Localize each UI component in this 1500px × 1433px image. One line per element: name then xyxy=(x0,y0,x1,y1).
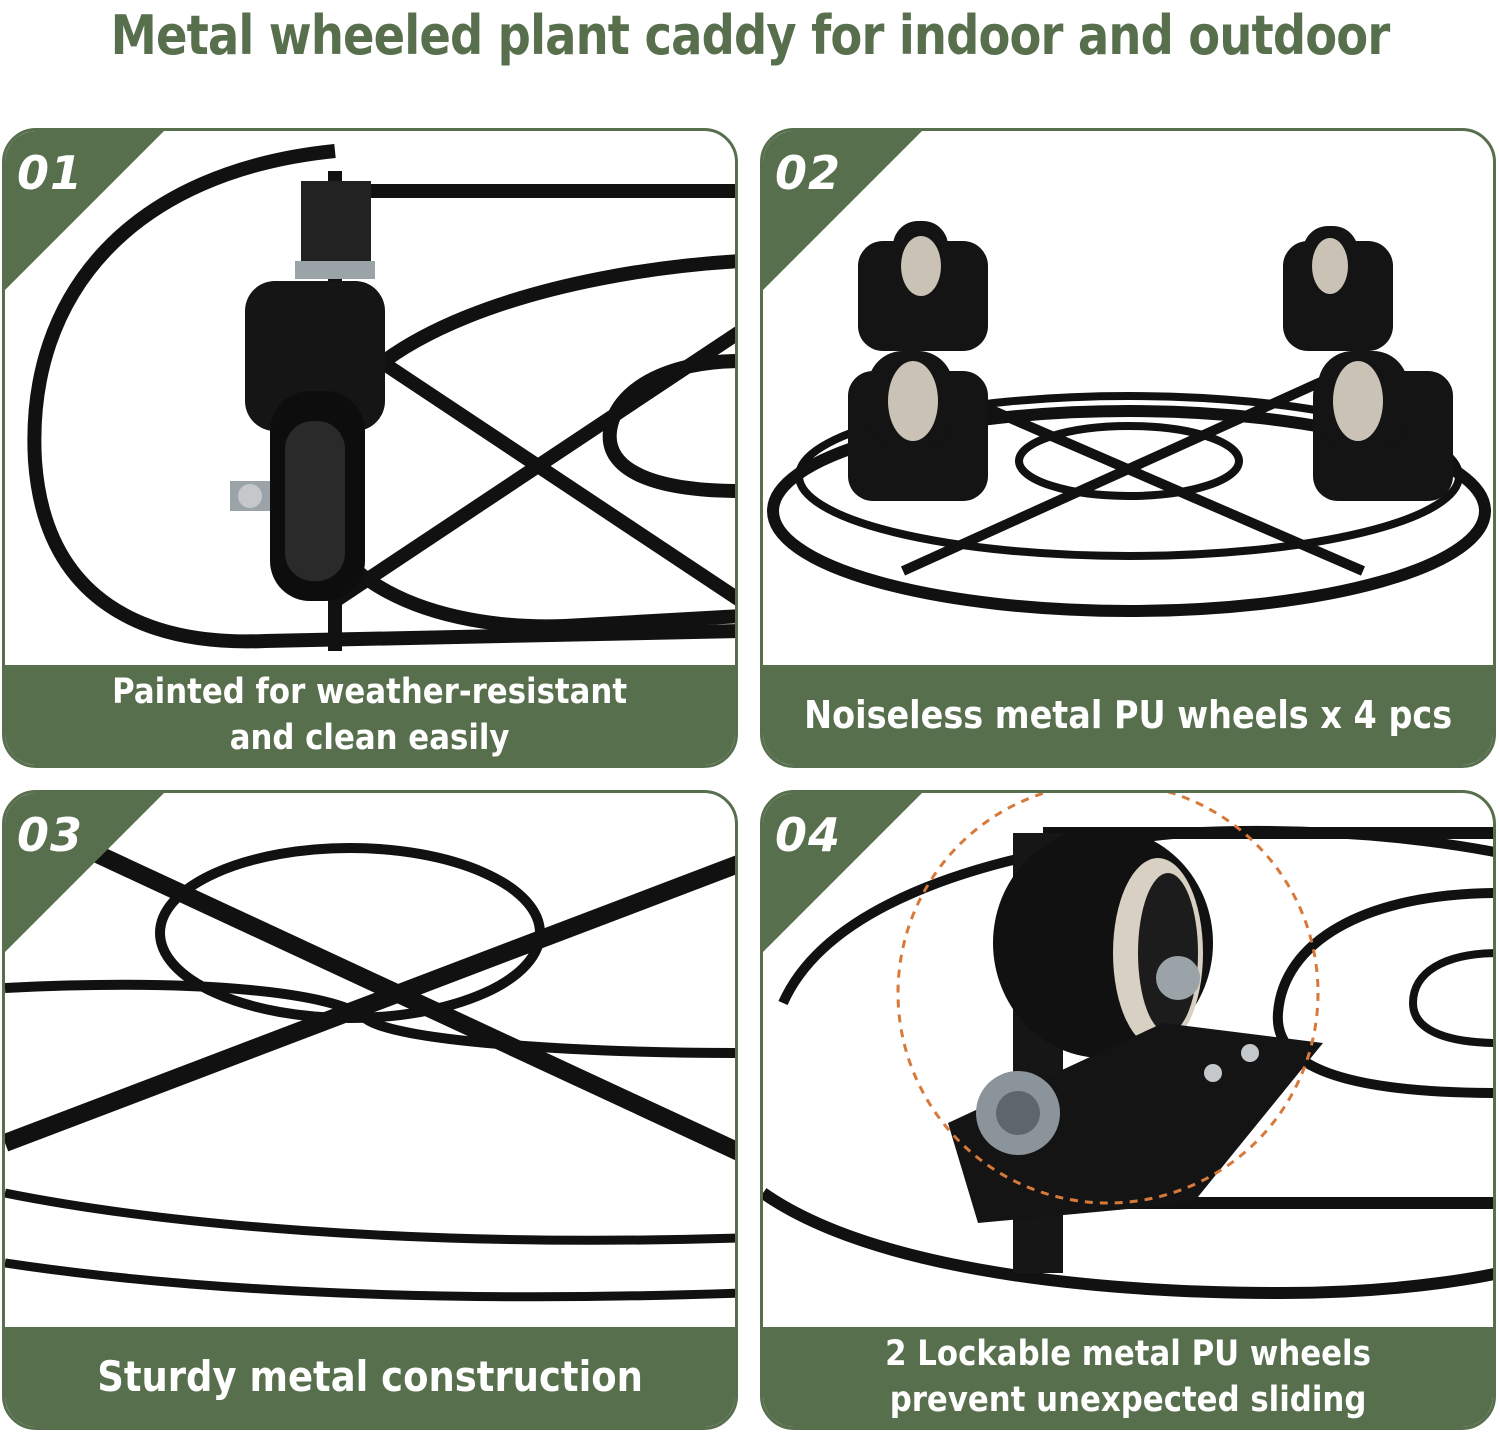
caption-text: Noiseless metal PU wheels x 4 pcs xyxy=(804,692,1452,738)
caption-line: Noiseless metal PU wheels x 4 pcs xyxy=(804,693,1452,737)
feature-panel-04: 04 2 Lockable metal PU wheels prevent un… xyxy=(760,790,1496,1430)
caption-line: prevent unexpected sliding xyxy=(889,1380,1367,1420)
panel-number: 01 xyxy=(17,146,84,200)
caption-line: 2 Lockable metal PU wheels xyxy=(885,1334,1371,1374)
feature-panel-01: 01 Painted for weather-resistant and cle… xyxy=(2,128,738,768)
panel-caption: 2 Lockable metal PU wheels prevent unexp… xyxy=(763,1327,1493,1427)
panel-number: 02 xyxy=(775,146,842,200)
caption-line: Painted for weather-resistant xyxy=(112,672,628,712)
panel-number: 03 xyxy=(17,808,84,862)
page-title: Metal wheeled plant caddy for indoor and… xyxy=(110,4,1391,67)
caption-text: 2 Lockable metal PU wheels prevent unexp… xyxy=(885,1331,1371,1423)
panel-caption: Sturdy metal construction xyxy=(5,1327,735,1427)
number-badge-background xyxy=(763,793,922,952)
caption-text: Sturdy metal construction xyxy=(97,1354,643,1400)
caption-line: and clean easily xyxy=(230,718,510,758)
panel-caption: Noiseless metal PU wheels x 4 pcs xyxy=(763,665,1493,765)
number-badge-background xyxy=(763,131,922,290)
caddy-with-four-wheels-image xyxy=(767,221,1491,617)
number-badge-background xyxy=(5,793,164,952)
metal-frame-closeup-image xyxy=(5,843,735,1302)
lockable-wheel-closeup-image xyxy=(763,793,1493,1300)
caption-line: Sturdy metal construction xyxy=(97,1352,643,1401)
feature-panel-03: 03 Sturdy metal construction xyxy=(2,790,738,1430)
panel-caption: Painted for weather-resistant and clean … xyxy=(5,665,735,765)
caption-text: Painted for weather-resistant and clean … xyxy=(113,669,628,761)
number-badge-background xyxy=(5,131,164,290)
feature-panel-02: 02 Noiseless metal PU wheels x 4 pcs xyxy=(760,128,1496,768)
caster-closeup-image xyxy=(27,144,735,651)
panel-number: 04 xyxy=(775,808,842,862)
